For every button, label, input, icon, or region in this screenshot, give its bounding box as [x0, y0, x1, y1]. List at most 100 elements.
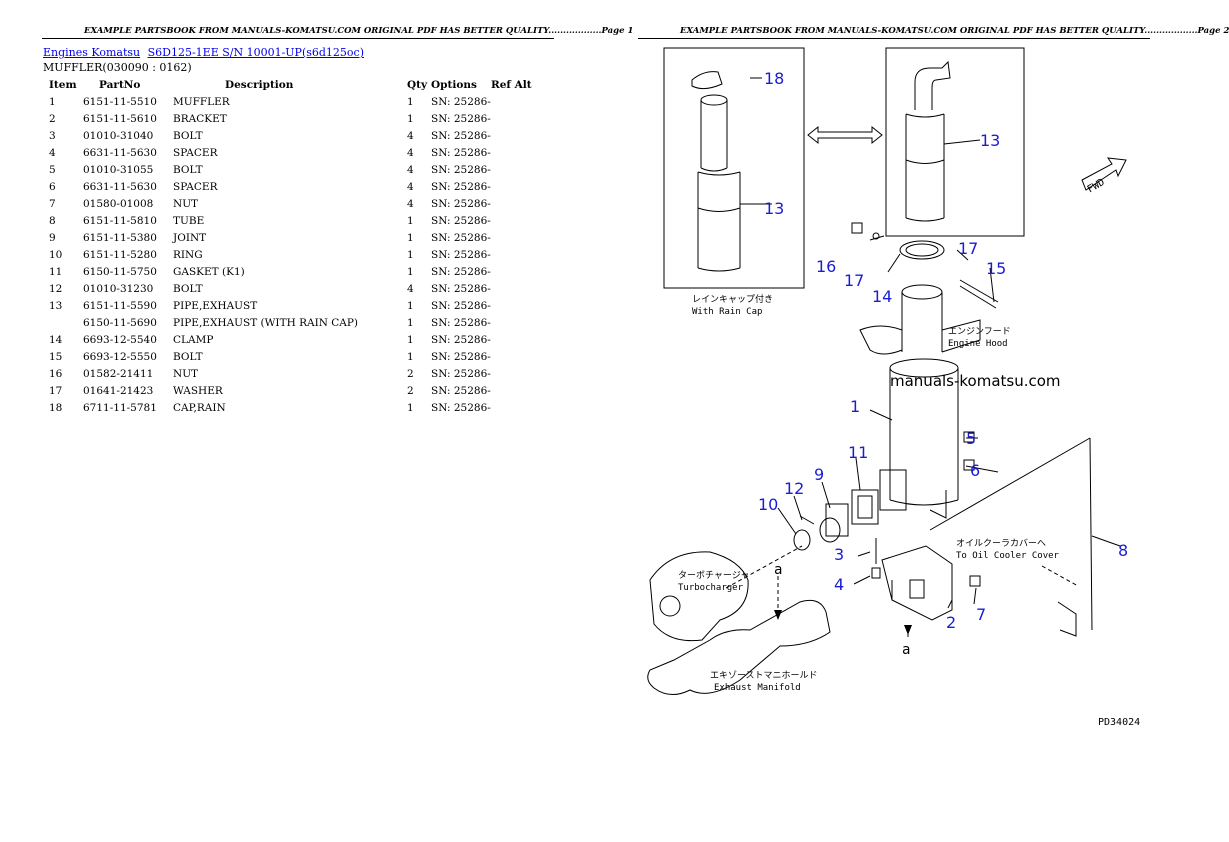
cell-qty: 4	[407, 282, 414, 295]
cell-partno: 01580-01008	[83, 197, 154, 210]
callout-number: 6	[970, 461, 980, 480]
cell-refalt	[491, 365, 541, 382]
cell-qty: 1	[407, 265, 414, 278]
cell-item: 14	[49, 333, 63, 346]
label-rain-cap-jp: レインキャップ付き	[692, 294, 773, 305]
cell-refalt	[491, 178, 541, 195]
cell-description: PIPE,EXHAUST	[173, 299, 258, 312]
cell-partno: 6151-11-5590	[83, 299, 157, 312]
cell-qty: 1	[407, 316, 414, 329]
cell-options: SN: 25286-	[431, 146, 491, 159]
callout-number: 16	[816, 257, 836, 276]
callout-number: 17	[844, 271, 864, 290]
column-header-options: Options	[431, 79, 477, 91]
cell-partno: 6693-12-5540	[83, 333, 157, 346]
cell-refalt	[491, 110, 541, 127]
callout-number: 14	[872, 287, 892, 306]
label-turbo-en: Turbocharger	[678, 583, 744, 593]
cell-options: SN: 25286-	[431, 163, 491, 176]
breadcrumb: Engines Komatsu S6D125-1EE S/N 10001-UP(…	[43, 46, 368, 59]
label-turbo-jp: ターボチャージャ	[678, 570, 749, 581]
cell-item: 1	[49, 95, 56, 108]
label-engine-hood-en: Engine Hood	[948, 339, 1008, 349]
cell-qty: 1	[407, 350, 414, 363]
cell-description: NUT	[173, 367, 199, 380]
breadcrumb-link-model[interactable]: S6D125-1EE S/N 10001-UP(s6d125oc)	[147, 46, 365, 59]
cell-item: 13	[49, 299, 63, 312]
cell-item: 6	[49, 180, 56, 193]
cell-refalt	[491, 331, 541, 348]
cell-description: MUFFLER	[173, 95, 230, 108]
cell-description: SPACER	[173, 180, 218, 193]
cell-partno: 6693-12-5550	[83, 350, 157, 363]
cell-refalt	[491, 348, 541, 365]
cell-qty: 2	[407, 384, 414, 397]
cell-options: SN: 25286-	[431, 214, 491, 227]
cell-description: JOINT	[173, 231, 207, 244]
callout-number: 7	[976, 605, 986, 624]
label-fwd: FWD	[1086, 177, 1107, 196]
cell-options: SN: 25286-	[431, 197, 491, 210]
callout-number: 4	[834, 575, 844, 594]
column-header-partno: PartNo	[99, 79, 141, 91]
cell-qty: 4	[407, 146, 414, 159]
cell-partno: 6151-11-5810	[83, 214, 157, 227]
cell-options: SN: 25286-	[431, 95, 491, 108]
cell-partno: 6150-11-5690	[83, 316, 157, 329]
cell-partno: 01641-21423	[83, 384, 154, 397]
cell-qty: 4	[407, 163, 414, 176]
callout-number: 5	[966, 429, 976, 448]
cell-description: TUBE	[173, 214, 205, 227]
label-oil-cooler-en: To Oil Cooler Cover	[956, 551, 1060, 561]
label-engine-hood-jp: エンジンフード	[948, 327, 1011, 337]
label-ref-a-bottom: a	[902, 642, 910, 658]
callout-number: 9	[814, 465, 824, 484]
callout-number: 10	[758, 495, 778, 514]
cell-options: SN: 25286-	[431, 112, 491, 125]
cell-options: SN: 25286-	[431, 129, 491, 142]
cell-description: BOLT	[173, 350, 203, 363]
cell-partno: 6150-11-5750	[83, 265, 157, 278]
page1-header-rule	[42, 38, 554, 39]
cell-qty: 2	[407, 367, 414, 380]
cell-refalt	[491, 314, 541, 331]
cell-options: SN: 25286-	[431, 265, 491, 278]
cell-options: SN: 25286-	[431, 282, 491, 295]
cell-description: NUT	[173, 197, 199, 210]
cell-description: BOLT	[173, 163, 203, 176]
cell-refalt	[491, 161, 541, 178]
cell-partno: 6631-11-5630	[83, 180, 157, 193]
cell-options: SN: 25286-	[431, 316, 491, 329]
cell-item: 16	[49, 367, 63, 380]
cell-item	[44, 314, 83, 331]
cell-qty: 4	[407, 180, 414, 193]
inset-box-right	[885, 47, 1025, 237]
callout-number: 1	[850, 397, 860, 416]
cell-refalt	[491, 93, 541, 110]
cell-options: SN: 25286-	[431, 367, 491, 380]
cell-partno: 6151-11-5510	[83, 95, 157, 108]
cell-item: 5	[49, 163, 56, 176]
cell-description: CLAMP	[173, 333, 214, 346]
breadcrumb-link-engines[interactable]: Engines Komatsu	[43, 46, 141, 59]
column-header-description: Description	[225, 79, 294, 91]
cell-options: SN: 25286-	[431, 299, 491, 312]
cell-refalt	[491, 229, 541, 246]
cell-refalt	[491, 280, 541, 297]
column-header-qty: Qty	[407, 79, 428, 91]
cell-refalt	[491, 246, 541, 263]
inset-box-left	[663, 47, 805, 289]
cell-refalt	[491, 382, 541, 399]
cell-description: SPACER	[173, 146, 218, 159]
cell-partno: 6151-11-5610	[83, 112, 157, 125]
